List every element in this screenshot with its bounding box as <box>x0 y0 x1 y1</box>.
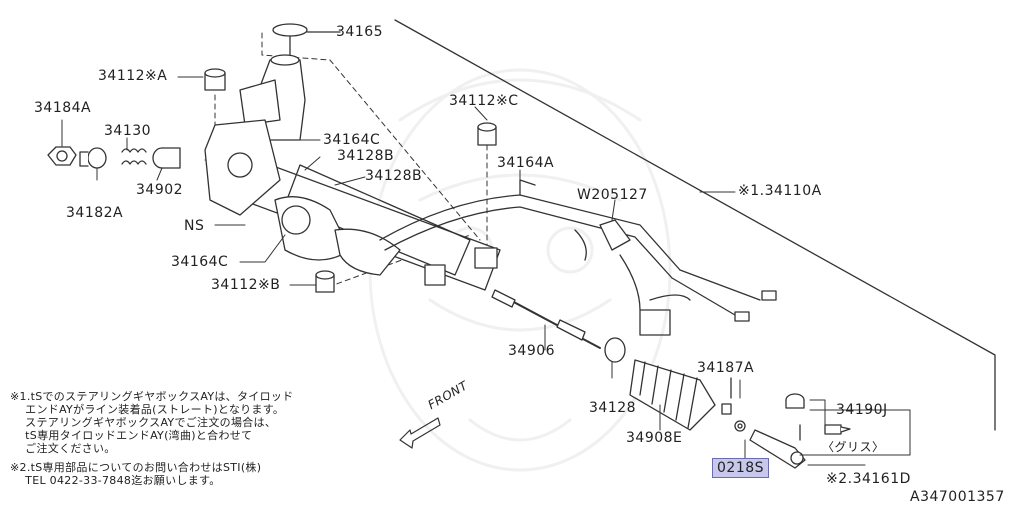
part-label-34190j[interactable]: 34190J <box>836 402 888 418</box>
part-label-34110a[interactable]: ※1.34110A <box>738 183 822 199</box>
part-label-34908e[interactable]: 34908E <box>626 430 683 446</box>
part-label-0218s-highlighted[interactable]: 0218S <box>712 458 770 478</box>
diagram-id: A347001357 <box>910 489 1005 505</box>
note-1: ※1.tSでのステアリングギヤボックスAYは、タイロッド エンドAYがライン装着… <box>10 390 294 455</box>
part-label-34906[interactable]: 34906 <box>508 343 556 359</box>
part-label-34112c[interactable]: 34112※C <box>449 93 519 109</box>
part-label-ns[interactable]: NS <box>184 218 205 234</box>
part-label-34112b[interactable]: 34112※B <box>211 277 281 293</box>
part-label-34130[interactable]: 34130 <box>104 123 152 139</box>
part-label-34164c-top[interactable]: 34164C <box>323 132 381 148</box>
note-2: ※2.tS専用部品についてのお問い合わせはSTI(株) TEL 0422-33-… <box>10 461 262 487</box>
part-label-34187a[interactable]: 34187A <box>697 360 755 376</box>
grease-label: 〈グリス〉 <box>822 440 885 454</box>
part-label-34128[interactable]: 34128 <box>589 400 637 416</box>
part-label-34112a[interactable]: 34112※A <box>98 68 168 84</box>
part-label-w205127[interactable]: W205127 <box>577 187 648 203</box>
part-label-34182a[interactable]: 34182A <box>66 205 124 221</box>
part-label-34128b-upper[interactable]: 34128B <box>337 148 395 164</box>
part-label-34164c-bottom[interactable]: 34164C <box>171 254 229 270</box>
assembly-bracket-line <box>394 19 996 431</box>
part-label-34165[interactable]: 34165 <box>336 24 384 40</box>
front-arrow <box>399 417 441 449</box>
part-label-34161d[interactable]: ※2.34161D <box>826 471 911 487</box>
part-label-34184a[interactable]: 34184A <box>34 100 92 116</box>
part-label-34902[interactable]: 34902 <box>136 182 184 198</box>
part-label-34164a[interactable]: 34164A <box>497 155 555 171</box>
part-label-34128b-lower[interactable]: 34128B <box>365 168 423 184</box>
